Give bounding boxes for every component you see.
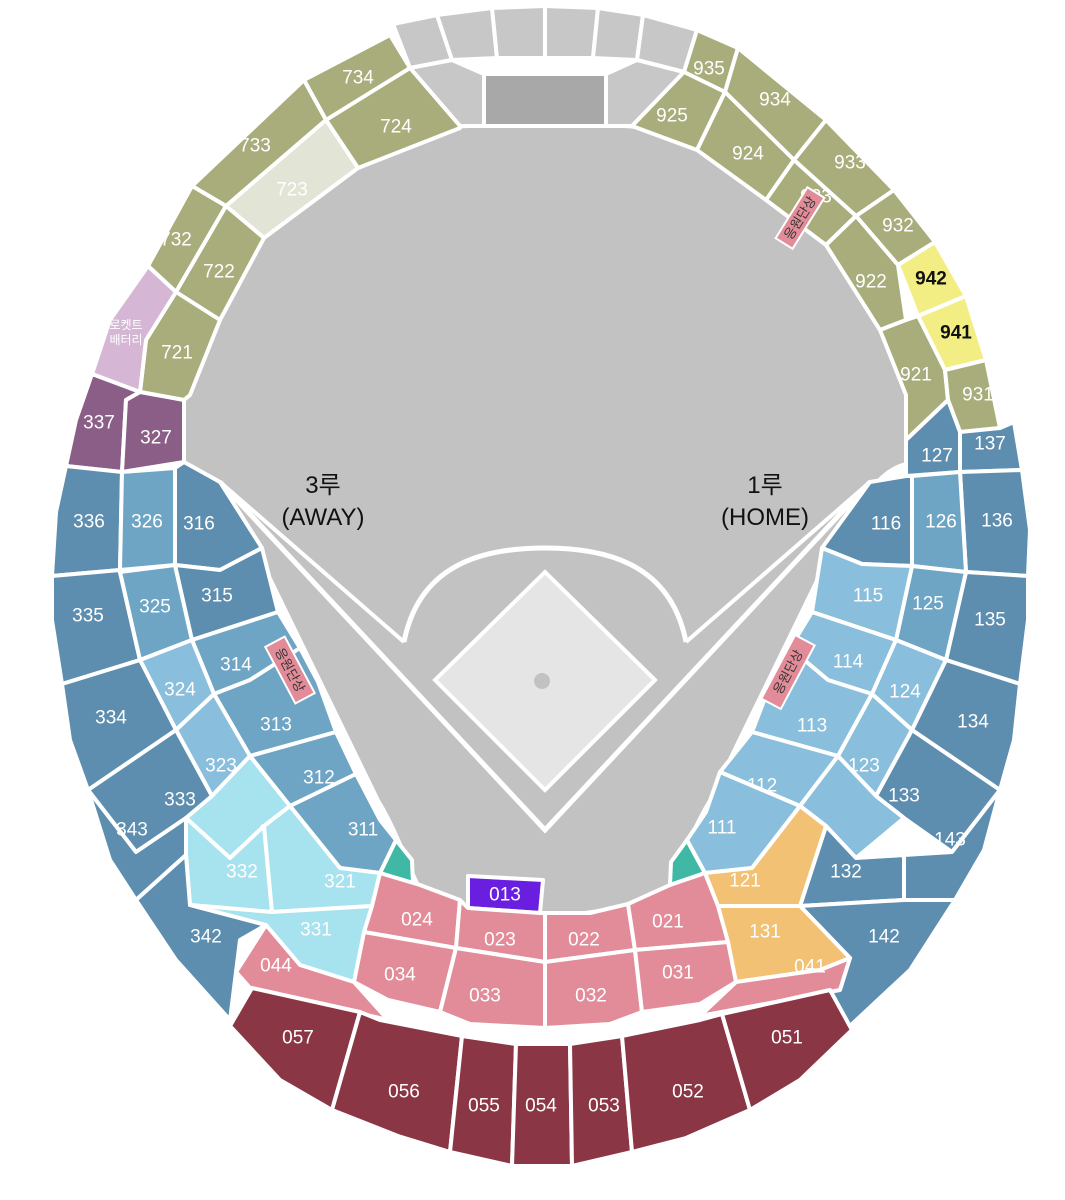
section-054[interactable]	[510, 1042, 574, 1168]
section-136[interactable]	[958, 468, 1032, 578]
section-342[interactable]	[134, 853, 268, 1022]
third-base-label: 3루	[305, 472, 340, 499]
grass-area	[183, 128, 907, 913]
section-326[interactable]	[118, 466, 177, 572]
scoreboard-area	[482, 72, 608, 128]
grey-section[interactable]	[591, 6, 645, 62]
section-033[interactable]	[438, 946, 547, 1030]
grey-section[interactable]	[543, 4, 600, 60]
first-base-sections: 137 127 136 126 116 135 125 115 114 124 …	[685, 398, 1032, 1028]
section-327[interactable]	[120, 390, 186, 474]
rocket-battery-label: 배터리	[109, 333, 142, 347]
third-base-sub: (AWAY)	[281, 504, 364, 531]
infield-sections: 013 024 023 022 021 044 034 033 032 031 …	[234, 871, 852, 1030]
first-base-sub: (HOME)	[721, 504, 809, 531]
section-137[interactable]	[958, 420, 1024, 474]
section-055[interactable]	[448, 1034, 518, 1168]
section-922[interactable]	[824, 214, 908, 332]
section-032[interactable]	[543, 948, 644, 1030]
section-051[interactable]	[720, 988, 854, 1112]
section-336[interactable]	[50, 464, 124, 578]
playing-field	[183, 128, 907, 913]
lower-sections: 057 056 055 054 053 052 051	[228, 986, 854, 1168]
section-031[interactable]	[633, 940, 738, 1014]
rocket-battery-label: 로켓트	[109, 318, 142, 332]
first-base-label: 1루	[747, 472, 782, 499]
third-base-sections: 337 327 336 326 316 335 325 315 314 324 …	[50, 372, 398, 1022]
section-126[interactable]	[910, 470, 968, 574]
grey-section[interactable]	[490, 4, 547, 60]
outfield-left-sections: 734 724 733 723 732 722 721	[138, 33, 462, 402]
